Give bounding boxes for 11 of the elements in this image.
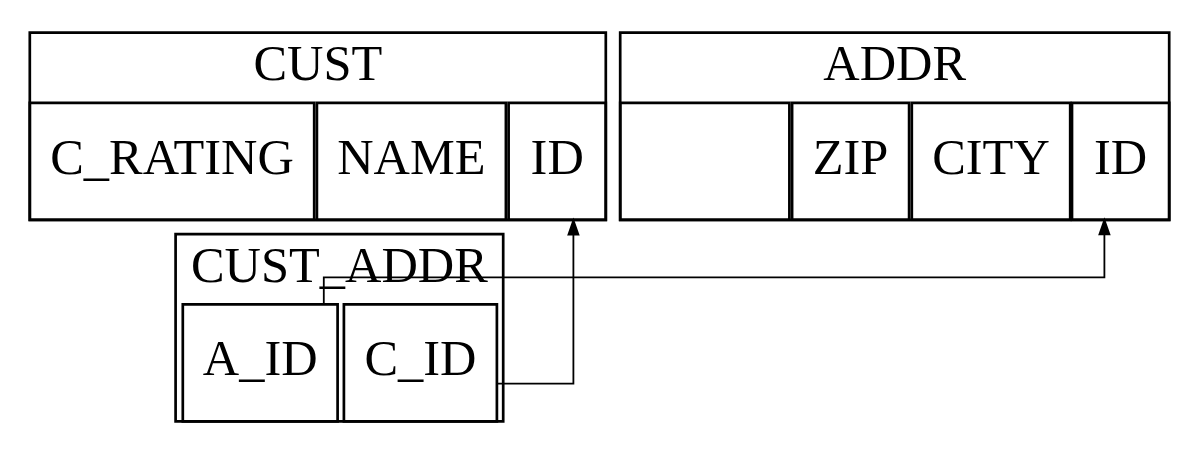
- node-box: [618, 100, 791, 221]
- node-box: C_RATING: [28, 100, 316, 221]
- node-box: ID: [507, 100, 608, 221]
- node-box: ID: [1070, 100, 1171, 221]
- node-box: C_ID: [342, 302, 499, 423]
- node-box: CITY: [910, 100, 1072, 221]
- arrow: [322, 216, 1111, 305]
- node-box: ZIP: [790, 100, 911, 221]
- node-box: A_ID: [181, 302, 339, 423]
- arrow: [496, 217, 580, 384]
- node-box: NAME: [315, 100, 508, 221]
